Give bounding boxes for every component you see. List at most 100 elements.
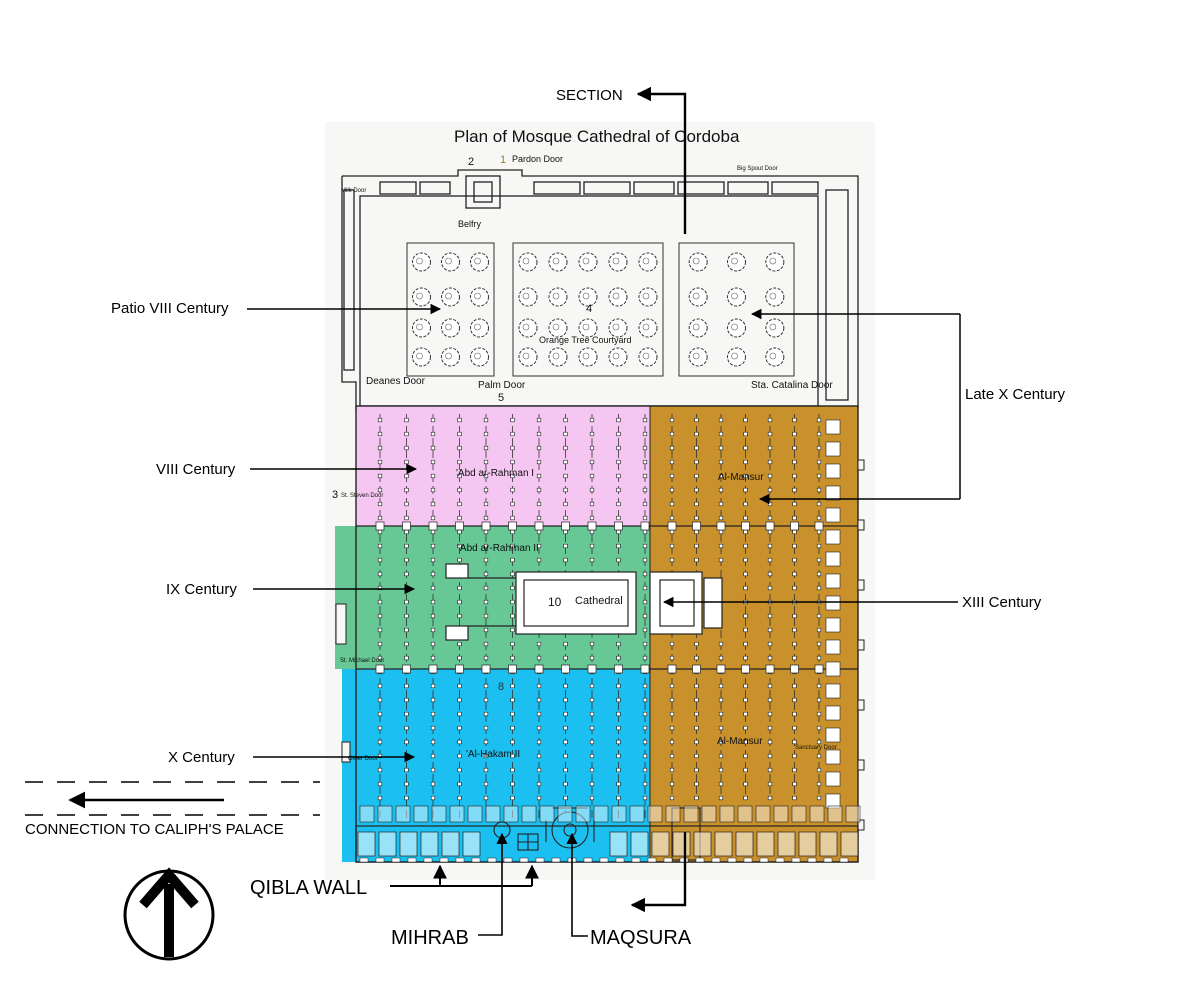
pillar [694, 697, 699, 703]
qibla-inner-cell [647, 805, 663, 823]
pillar-pier [741, 521, 750, 531]
pillar-pier [402, 664, 411, 674]
pillar [536, 431, 542, 437]
pillar [718, 697, 724, 703]
pillar [816, 683, 822, 689]
pillar [483, 543, 489, 549]
pillar [589, 683, 595, 689]
pillar [792, 515, 797, 521]
pillar [642, 683, 648, 689]
north-arrow-icon [123, 867, 215, 961]
pillar [377, 431, 383, 437]
pillar [589, 445, 595, 451]
pillar [536, 739, 542, 745]
pillar [792, 781, 797, 787]
pillar [536, 543, 542, 549]
pillar [694, 529, 699, 535]
pillar [718, 417, 724, 423]
pillar [718, 459, 724, 465]
orange-tree [578, 287, 598, 307]
qibla-buttress [359, 857, 369, 863]
pillar [404, 725, 409, 731]
pillar [816, 501, 822, 507]
pillar [694, 655, 699, 661]
orange-tree [518, 287, 538, 307]
pillar [404, 627, 409, 633]
pillar [483, 613, 489, 619]
pillar [792, 445, 797, 451]
pillar [563, 781, 568, 787]
qibla-buttress [439, 857, 449, 863]
pillar [694, 753, 699, 759]
pillar [743, 529, 748, 535]
pillar [377, 557, 383, 563]
qibla-buttress [775, 857, 785, 863]
pillar [536, 529, 542, 535]
chapel-cell [825, 419, 841, 435]
pillar [642, 641, 648, 647]
pillar [743, 725, 748, 731]
orange-tree [470, 252, 489, 272]
pillar [694, 543, 699, 549]
door-label-sanctuary: Sanctuary Door [795, 745, 837, 751]
pillar [430, 739, 436, 745]
pillar [642, 501, 648, 507]
door-number-palm: 5 [498, 392, 504, 404]
qibla-inner-cell [413, 805, 429, 823]
qibla-chapel [777, 831, 796, 857]
pillar [616, 725, 621, 731]
qibla-buttress [599, 857, 609, 863]
orange-tree [638, 318, 658, 338]
pillar [792, 613, 797, 619]
pillar [616, 515, 621, 521]
qibla-chapel [441, 831, 460, 857]
pillar [457, 725, 462, 731]
pillar [669, 767, 675, 773]
pillar [404, 683, 409, 689]
connection-label: CONNECTION TO CALIPH'S PALACE [25, 821, 284, 838]
qibla-inner-cell [539, 805, 555, 823]
pillar-pier [534, 664, 544, 674]
pillar [767, 655, 773, 661]
qibla-inner-cell [395, 805, 411, 823]
pillar [743, 585, 748, 591]
pillar [669, 487, 675, 493]
pillar [816, 725, 822, 731]
pillar [510, 739, 515, 745]
pillar [694, 683, 699, 689]
qibla-inner-cell [665, 805, 681, 823]
qibla-inner-cell [791, 805, 807, 823]
pillar [669, 473, 675, 479]
pillar [510, 571, 515, 577]
pillar [718, 753, 724, 759]
pillar [430, 795, 436, 801]
pillar [536, 459, 542, 465]
pillar [816, 753, 822, 759]
pillar [377, 697, 383, 703]
pillar-pier [765, 521, 775, 531]
zone-label-al-mansur-lower: Al-Mansur [717, 736, 763, 747]
pillar-pier [428, 521, 438, 531]
pillar [616, 487, 621, 493]
pillar [767, 613, 773, 619]
qibla-inner-cell [431, 805, 447, 823]
pillar [767, 473, 773, 479]
pillar [483, 641, 489, 647]
chapel-cell [825, 683, 841, 699]
qibla-chapel [735, 831, 754, 857]
pillar [767, 683, 773, 689]
pillar [589, 543, 595, 549]
pillar-pier [790, 521, 799, 531]
pillar [430, 627, 436, 633]
pillar [589, 431, 595, 437]
pillar [404, 613, 409, 619]
pillar [404, 501, 409, 507]
pillar [669, 739, 675, 745]
pillar [430, 459, 436, 465]
pillar-pier [741, 664, 750, 674]
pillar-pier [790, 664, 799, 674]
pillar [510, 697, 515, 703]
pillar [642, 431, 648, 437]
orange-tree [548, 318, 568, 338]
